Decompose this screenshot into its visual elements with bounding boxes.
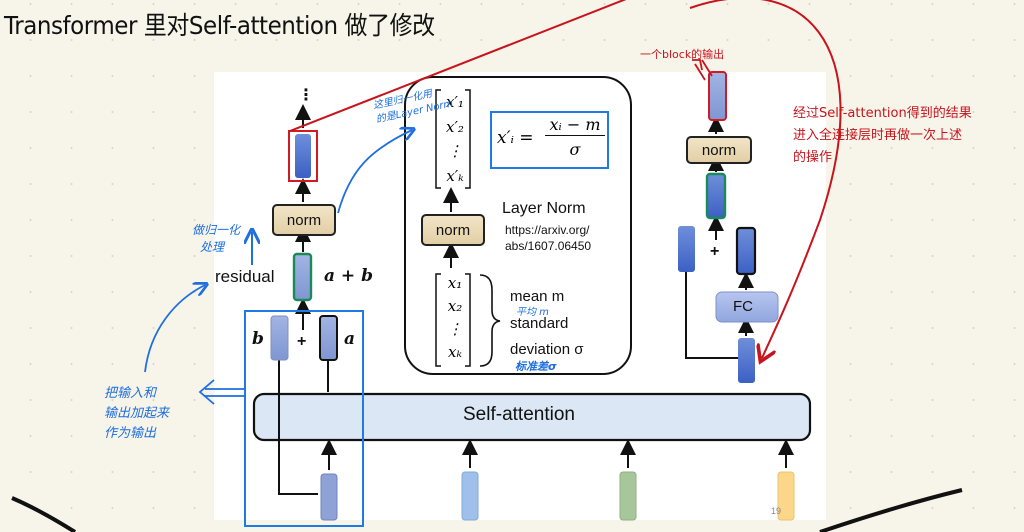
plus-sign-right: + (710, 243, 720, 260)
vector-norm-output (295, 134, 311, 178)
red-connector-line (289, 0, 627, 132)
input-vector-4 (777, 471, 795, 521)
annotation-std-note: 标准差σ (515, 360, 557, 373)
output-vector-elem: x′₂ (446, 117, 464, 136)
annotation-fc-note: 经过Self-attention得到的结果 进入全连接层时再做一次上述 的操作 (793, 103, 972, 169)
reference-link-line2[interactable]: abs/1607.06450 (505, 239, 592, 253)
norm-block-panel: norm (421, 214, 485, 246)
blue-curve-residual-note (144, 285, 205, 373)
formula-denominator: σ (569, 140, 581, 159)
vector-attention-out (738, 338, 755, 383)
annotation-line: 经过Self-attention得到的结果 (793, 106, 972, 121)
bottom-curve-left (11, 496, 77, 532)
mean-label: mean m (510, 288, 565, 305)
page-title: Transformer 里对Self-attention 做了修改 (4, 11, 435, 40)
vector-fc-out (678, 226, 695, 272)
vector-sum (292, 252, 313, 302)
blue-double-arrow (198, 379, 245, 405)
annotation-normalize-note: 做归一化 处理 (192, 222, 240, 256)
formula-lhs: x′ᵢ = (497, 128, 534, 148)
input-vector: x₁ x₂ ⋮ xₖ (442, 272, 468, 364)
formula-numerator: xᵢ − m (545, 115, 605, 136)
bracket-input-left (435, 273, 441, 367)
std-label-2: deviation σ (510, 341, 584, 358)
input-vector-elem: ⋮ (447, 320, 463, 338)
input-vector-1 (320, 473, 338, 521)
residual-highlight-box (244, 310, 364, 527)
vector-b (270, 315, 289, 361)
annotation-line: 处理 (200, 240, 225, 254)
highlight-box-output (288, 130, 318, 182)
vector-fc-sum (705, 172, 727, 220)
bracket-output-right (465, 89, 471, 189)
annotation-line: 输出加起来 (104, 406, 170, 421)
vector-fc-a (735, 226, 757, 276)
annotation-line: 进入全连接层时再做一次上述 (793, 128, 963, 143)
self-attention-label: Self-attention (463, 404, 575, 425)
output-vector-elem: x′₁ (446, 93, 464, 111)
plus-sign: + (297, 333, 307, 350)
vector-b-label: b (252, 329, 264, 349)
annotation-mean-note: 平均 m (516, 307, 549, 318)
norm-block-left: norm (272, 204, 336, 236)
red-block-output-arrow (692, 59, 713, 81)
input-vector-elem: x₁ (447, 274, 463, 292)
ellipsis-left: ⋮ (298, 87, 314, 104)
page-number: 19 (771, 506, 782, 516)
red-curve-to-fc (689, 0, 842, 358)
residual-bypass-line (271, 342, 318, 495)
vector-a-label: a (344, 329, 356, 349)
reference-link-line1[interactable]: https://arxiv.org/ (505, 223, 590, 237)
annotation-line: 作为输出 (104, 426, 157, 441)
block-output-vector (708, 71, 727, 121)
input-vector-2 (461, 471, 479, 521)
norm-block-right: norm (686, 136, 752, 164)
bottom-curve-right (819, 488, 963, 532)
blue-curve-norm-note (337, 130, 412, 214)
fc-label: FC (733, 298, 753, 315)
input-vector-3 (619, 471, 637, 521)
std-label-1: standard (510, 315, 569, 332)
residual-bypass-right (678, 254, 738, 359)
residual-label: residual (215, 267, 275, 286)
fc-block (715, 291, 779, 323)
input-vector-elem: x₂ (447, 297, 463, 315)
sum-label: a + b (324, 266, 373, 286)
output-vector-elem: ⋮ (447, 142, 463, 160)
layer-norm-panel (404, 76, 632, 375)
curly-brace (479, 274, 501, 367)
annotation-line: 做归一化 (192, 223, 241, 237)
vector-a (319, 315, 338, 361)
annotation-line: 把输入和 (104, 386, 157, 401)
bracket-output-left (435, 89, 441, 189)
output-vector: x′₁ x′₂ ⋮ x′ₖ (442, 90, 468, 188)
annotation-block-output: 一个block的输出 (640, 48, 725, 61)
output-vector-elem: x′ₖ (446, 166, 464, 185)
annotation-line: 的操作 (793, 150, 833, 165)
layer-norm-title: Layer Norm (502, 200, 586, 217)
annotation-residual-note: 把输入和 输出加起来 作为输出 (104, 384, 169, 444)
self-attention-block (252, 392, 812, 442)
input-vector-elem: xₖ (448, 343, 462, 361)
formula-box (490, 111, 609, 169)
bracket-input-right (465, 273, 471, 367)
